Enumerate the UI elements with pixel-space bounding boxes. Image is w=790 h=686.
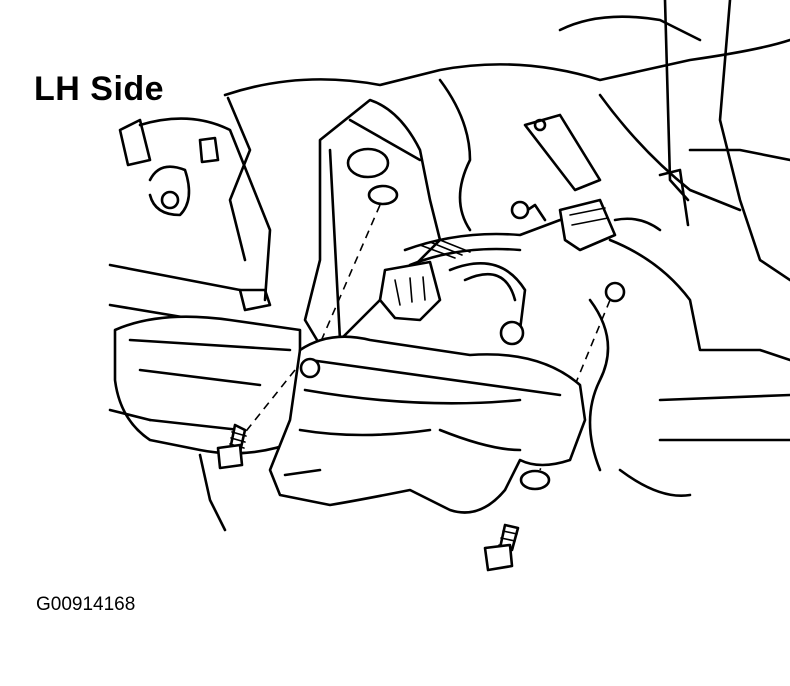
bolt-left	[216, 423, 247, 470]
left-bracket	[108, 117, 272, 322]
wire-harness	[378, 200, 562, 346]
engine-block-outline	[148, 0, 790, 497]
upper-right-bracket	[523, 113, 690, 252]
diagram-title: LH Side	[34, 70, 165, 108]
figure-id: G00914168	[36, 594, 136, 615]
left-mount-block	[108, 315, 302, 532]
stiffener-plate	[268, 335, 587, 514]
bolt-bottom	[483, 523, 520, 572]
